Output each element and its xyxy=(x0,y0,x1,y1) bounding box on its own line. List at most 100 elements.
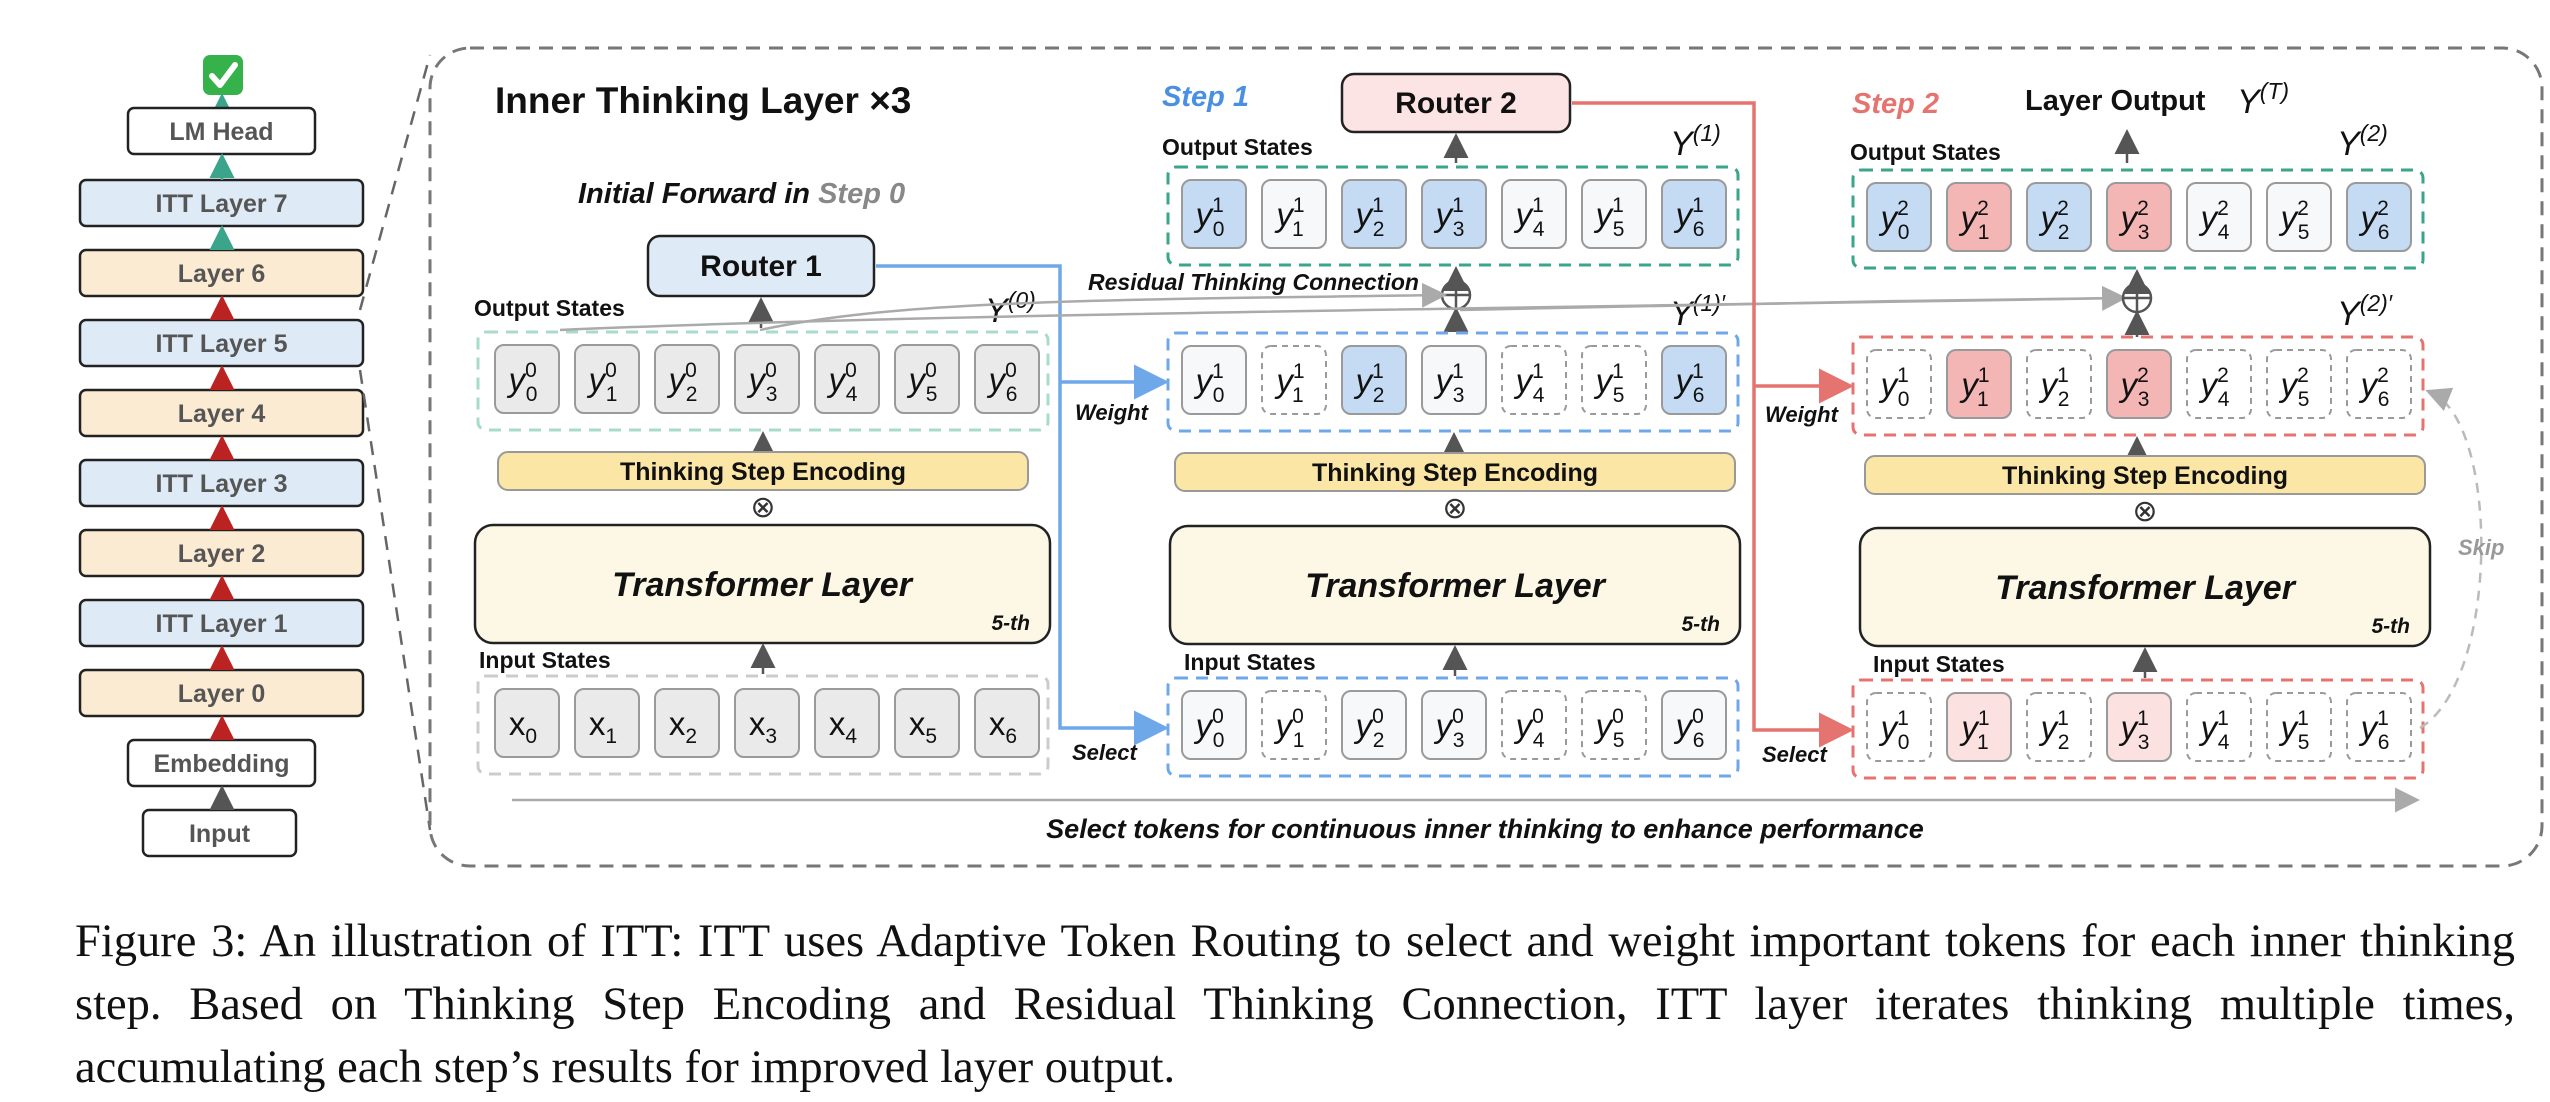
skip-label: Skip xyxy=(2458,535,2504,560)
router2-select-path xyxy=(1572,101,1854,748)
stack-layer-label: ITT Layer 3 xyxy=(156,470,288,498)
residual-line-0-to-1 xyxy=(759,282,1447,332)
token-label: x2 xyxy=(669,705,697,748)
step0-nth-label: 5-th xyxy=(992,612,1031,635)
step2-output-frame xyxy=(1851,168,2425,270)
skip-connection xyxy=(2419,387,2483,730)
step1-otimes-icon: ⊗ xyxy=(1442,492,1467,525)
stack-layer-label: ITT Layer 7 xyxy=(156,190,288,218)
layer-output-y-label: Y(T) xyxy=(2237,78,2289,121)
step1-weight-label: Weight xyxy=(1075,400,1150,425)
stack-layer-itt-layer-3: ITT Layer 3 xyxy=(78,458,365,508)
token-x-3: x3 xyxy=(734,688,800,758)
residual-line-0-to-2 xyxy=(559,285,2127,332)
stack-layer-itt-layer-1: ITT Layer 1 xyxy=(78,598,365,648)
stack-layer-label: Input xyxy=(189,820,251,848)
panel-title: Inner Thinking Layer ×3 xyxy=(495,80,911,121)
step2-y-mid-label: Y(2)′ xyxy=(2337,290,2393,333)
inner-thinking-panel xyxy=(428,46,2544,868)
step0-encoding-label: Thinking Step Encoding xyxy=(620,458,906,486)
step1-transformer-box xyxy=(1168,524,1742,646)
step2-y-top-label: Y(2) xyxy=(2337,120,2388,163)
bottom-note: Select tokens for continuous inner think… xyxy=(1046,814,1924,844)
token-x-1: x1 xyxy=(574,688,640,758)
step2-weight-label: Weight xyxy=(1765,402,1840,427)
stack-layer-lm-head: LM Head xyxy=(126,106,317,156)
step2-encoding-label: Thinking Step Encoding xyxy=(2002,462,2288,490)
stack-layer-label: Layer 6 xyxy=(178,260,266,288)
stack-layer-layer-6: Layer 6 xyxy=(78,248,365,298)
router-2-box xyxy=(1340,72,1572,134)
step1-y-mid-label: Y(1)′ xyxy=(1670,290,1726,333)
step0-output-frame xyxy=(476,330,1050,432)
stack-layer-embedding: Embedding xyxy=(126,738,317,788)
stack-layer-layer-4: Layer 4 xyxy=(78,388,365,438)
token-x-0: x0 xyxy=(494,688,560,758)
step2-transformer-box xyxy=(1858,526,2432,648)
oplus-icon xyxy=(1440,279,1472,311)
step0-y-label: Y(0) xyxy=(985,287,1036,330)
residual-line-1-to-2 xyxy=(1459,296,2123,312)
step0-input-states-label: Input States xyxy=(479,647,611,673)
step0-output-states-label: Output States xyxy=(474,295,625,321)
router-1-label: Router 1 xyxy=(700,250,822,283)
token-label: x0 xyxy=(509,705,537,748)
stack-layer-input: Input xyxy=(141,808,298,858)
